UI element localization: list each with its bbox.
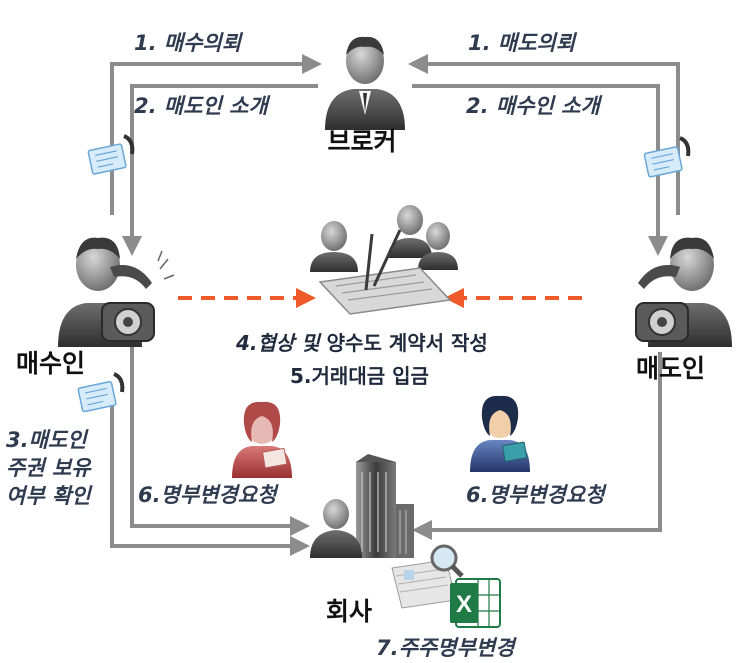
arrow-intro-buyer <box>412 84 668 256</box>
step-intro-seller: 2. 매도인 소개 <box>134 94 270 118</box>
document-icon <box>643 136 691 178</box>
meeting-icon <box>310 205 458 315</box>
document-icon <box>87 134 135 175</box>
seller-label: 매도인 <box>636 354 705 383</box>
step-payment: 5.거래대금 입금 <box>290 364 429 388</box>
arrow-buyer-to-company-inner <box>130 340 310 536</box>
buyer-label: 매수인 <box>16 349 85 378</box>
document-icon <box>77 372 125 413</box>
excel-icon: X <box>450 578 501 628</box>
step-negotiate: 4.협상 및 양수도 계약서 작성 <box>235 331 488 355</box>
step-intro-buyer: 2. 매수인 소개 <box>466 94 602 118</box>
step-confirm-line3: 여부 확인 <box>6 484 93 508</box>
document-icon <box>391 544 464 609</box>
step-change-request-buyer: 6.명부변경요청 <box>138 483 279 507</box>
step-change-request-seller: 6.명부변경요청 <box>466 483 607 507</box>
clerk-icon <box>232 401 292 478</box>
person-phone-icon <box>58 237 175 347</box>
building-icon <box>310 454 414 558</box>
arrow-seller-to-company <box>412 352 662 540</box>
step-negotiate-part1: 4.협상 및 <box>235 331 322 355</box>
step-confirm-line1: 3.매도인 <box>6 428 89 452</box>
person-icon <box>325 36 405 130</box>
broker-label: 브로커 <box>327 127 396 156</box>
step-seller-request: 1. 매도의뢰 <box>468 31 578 55</box>
step-confirm-line2: 주권 보유 <box>6 456 92 480</box>
clerk-icon <box>470 395 530 472</box>
arrow-buyer-to-company-outer <box>110 400 310 556</box>
svg-text:X: X <box>456 591 472 618</box>
arrow-intro-seller <box>122 84 318 256</box>
step-buyer-request: 1. 매수의뢰 <box>134 31 244 55</box>
person-phone-icon <box>635 237 732 347</box>
step-register-change: 7.주주명부변경 <box>376 636 517 660</box>
company-label: 회사 <box>326 597 372 626</box>
step-negotiate-part2: 양수도 계약서 작성 <box>320 331 488 355</box>
